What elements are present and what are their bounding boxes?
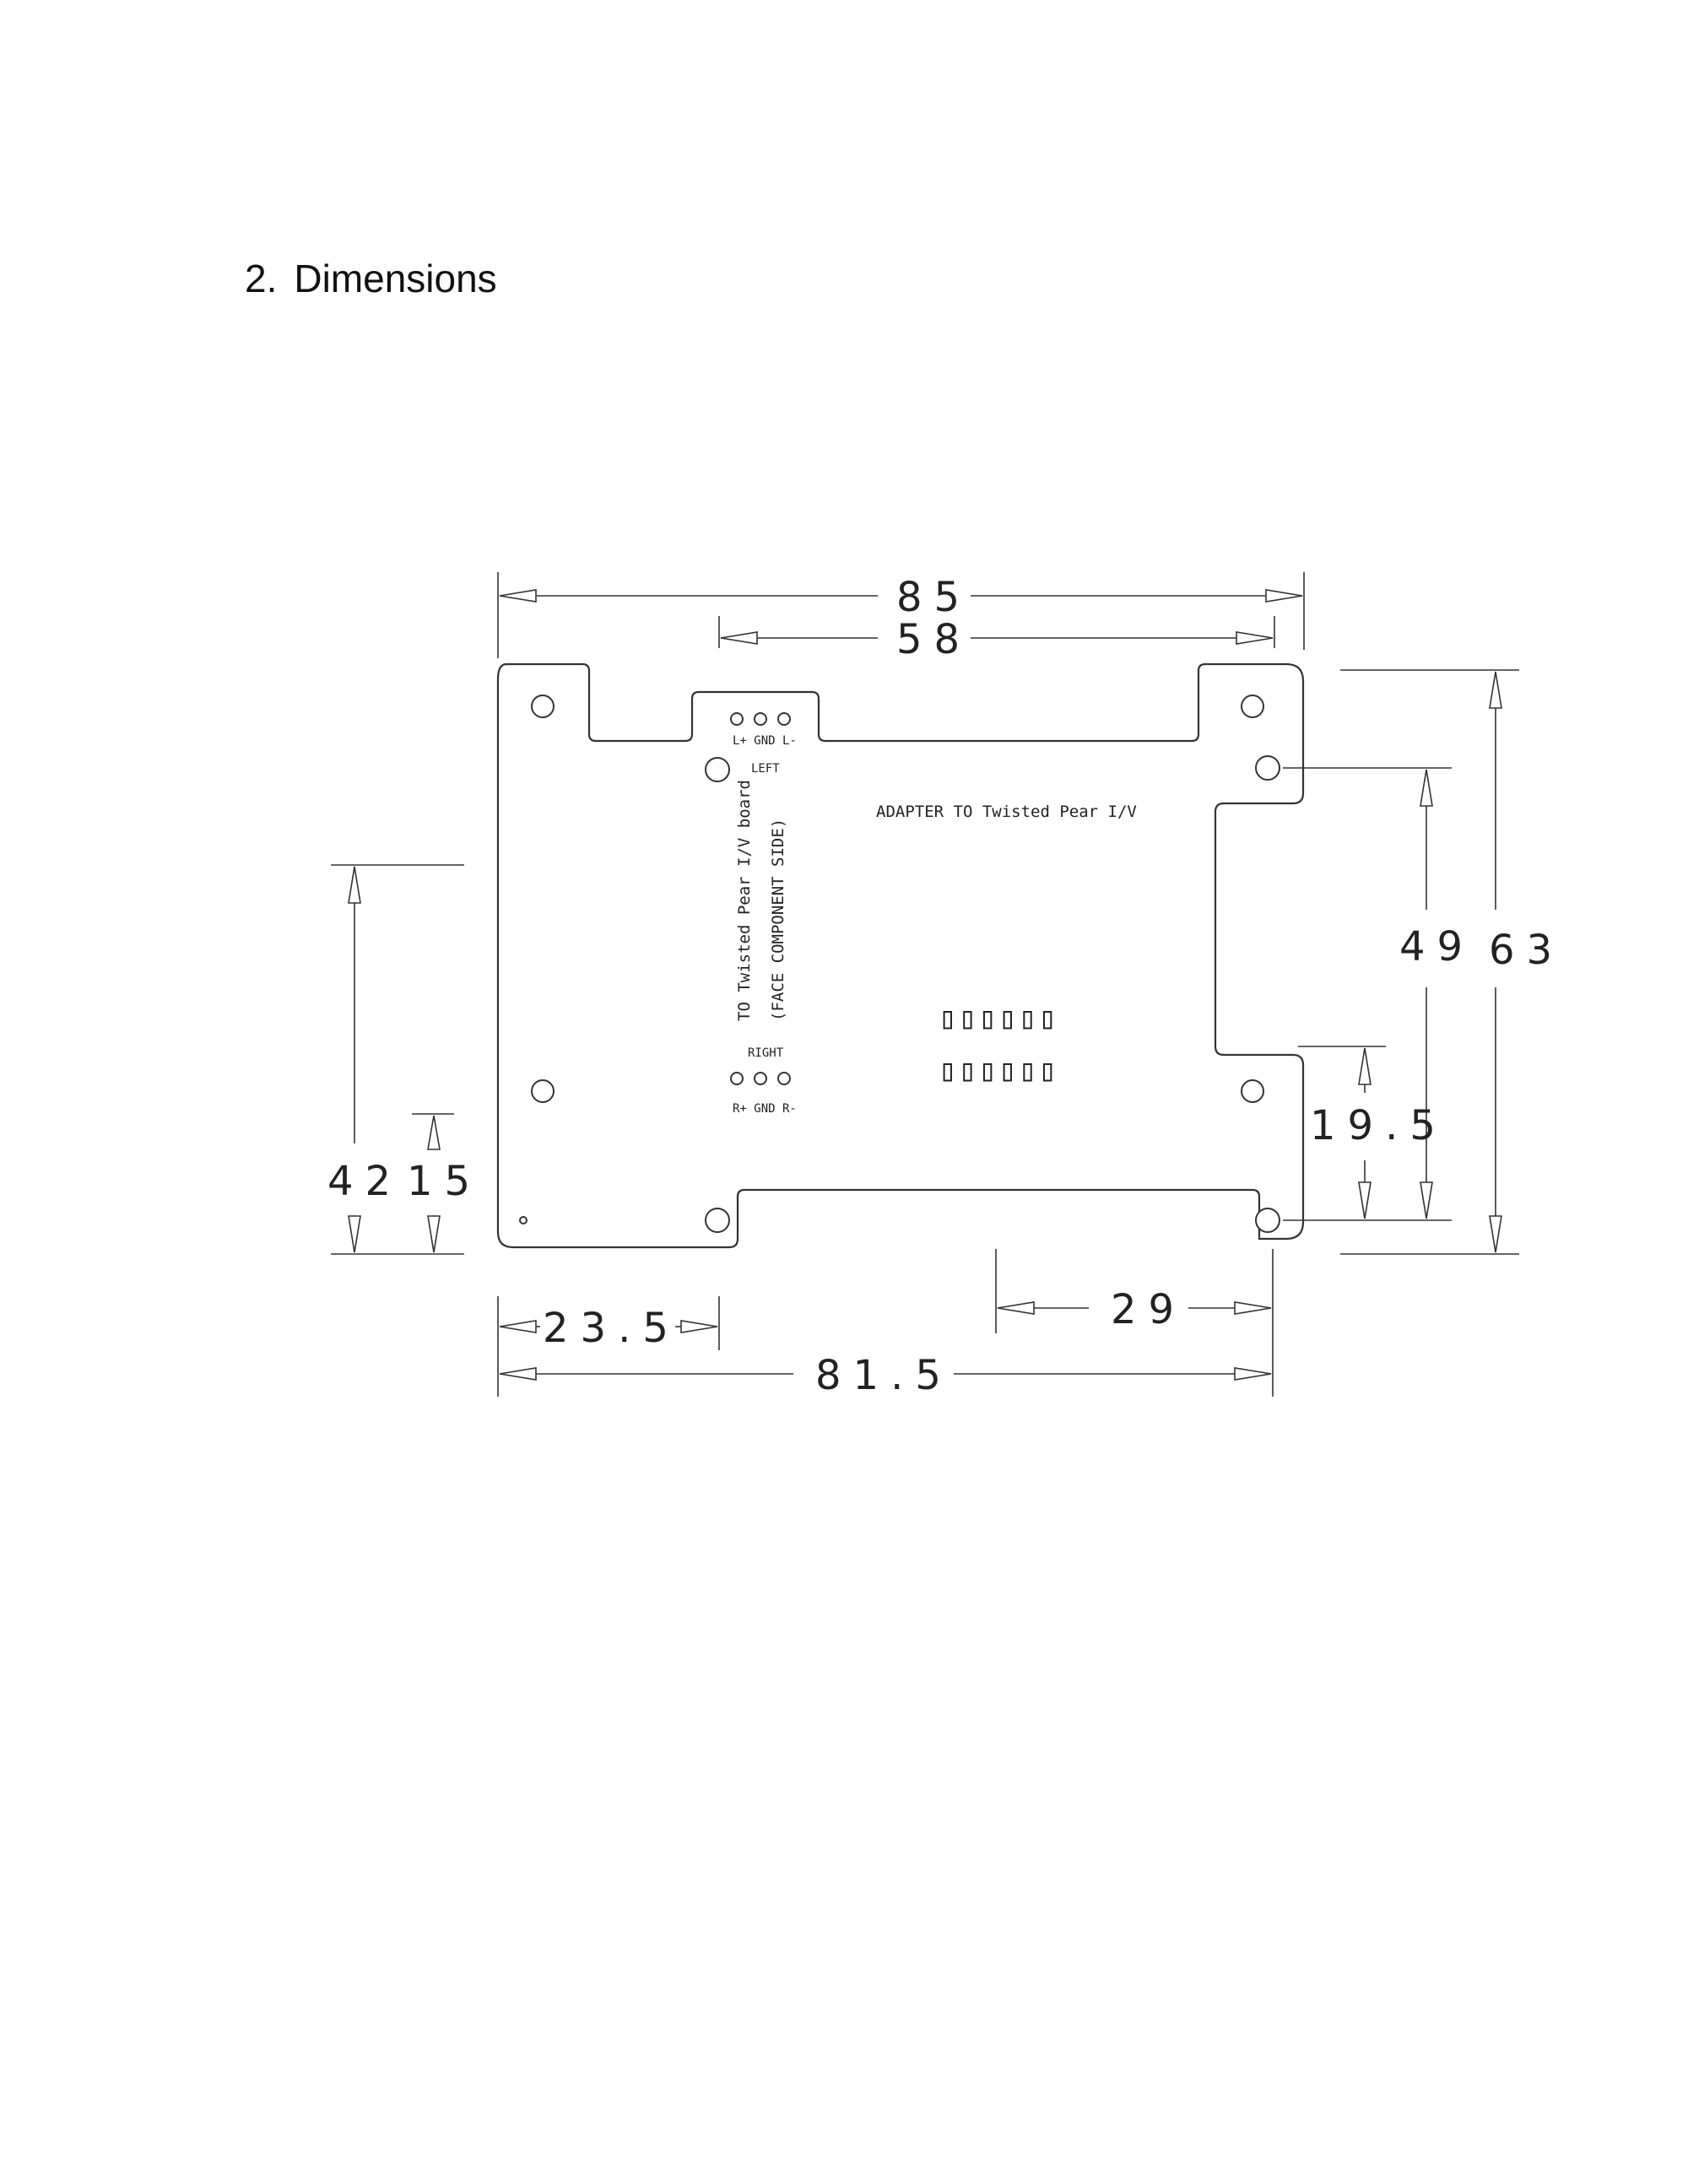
dimension-23-5: 23.5: [497, 1296, 720, 1397]
dimension-42: 42: [327, 864, 464, 1255]
dim-label-23-5: 23.5: [543, 1305, 680, 1352]
dimension-49: 49: [1283, 767, 1474, 1221]
dimension-63: 63: [1340, 669, 1564, 1255]
dim-label-15: 15: [407, 1158, 482, 1205]
pin-pad: [730, 712, 744, 726]
dim-label-85: 85: [896, 574, 971, 621]
dim-label-49: 49: [1399, 923, 1474, 970]
pin-pad: [777, 1072, 791, 1085]
section-number: 2.: [245, 257, 278, 300]
pin-pad: [730, 1072, 744, 1085]
dimension-85: 85: [497, 572, 1305, 658]
mounting-hole: [1255, 755, 1280, 781]
pin-pad: [754, 1072, 767, 1085]
right-channel-label: RIGHT: [748, 1046, 784, 1060]
board-title: ADAPTER TO Twisted Pear I/V: [876, 803, 1137, 821]
mounting-hole: [705, 757, 730, 782]
pin-pad: [777, 712, 791, 726]
side-label-1: TO Twisted Pear I/V board: [735, 780, 754, 1021]
dimension-29: 29: [995, 1249, 1272, 1333]
fiducial-mark: [519, 1216, 528, 1224]
side-label-2: (FACE COMPONENT SIDE): [769, 819, 787, 1021]
dimension-19-5: 19.5: [1298, 1046, 1447, 1219]
dim-label-42: 42: [327, 1158, 403, 1205]
section-heading: 2. Dimensions: [245, 256, 497, 301]
mounting-hole: [1241, 695, 1264, 718]
mounting-hole: [531, 695, 555, 718]
dim-label-81-5: 81.5: [815, 1352, 953, 1399]
glyph-row-bottom: ▯▯▯▯▯▯: [939, 1053, 1058, 1088]
dimension-15: 15: [407, 1113, 482, 1253]
dim-label-63: 63: [1489, 927, 1564, 974]
mounting-hole: [531, 1079, 555, 1103]
dim-label-29: 29: [1111, 1286, 1186, 1333]
glyph-row-top: ▯▯▯▯▯▯: [939, 1001, 1058, 1035]
mounting-hole: [1241, 1079, 1264, 1103]
dim-label-58: 58: [896, 616, 971, 663]
dim-label-19-5: 19.5: [1310, 1102, 1447, 1149]
left-pin-labels: L+ GND L-: [733, 734, 797, 748]
dimension-58: 58: [718, 616, 1275, 663]
mounting-hole: [705, 1208, 730, 1233]
mounting-hole: [1255, 1208, 1280, 1233]
board-outline: [496, 662, 1305, 1249]
section-title: Dimensions: [294, 257, 497, 300]
left-channel-label: LEFT: [751, 762, 780, 776]
pin-pad: [754, 712, 767, 726]
dimension-81-5: 81.5: [499, 1249, 1274, 1399]
right-pin-labels: R+ GND R-: [733, 1102, 797, 1116]
